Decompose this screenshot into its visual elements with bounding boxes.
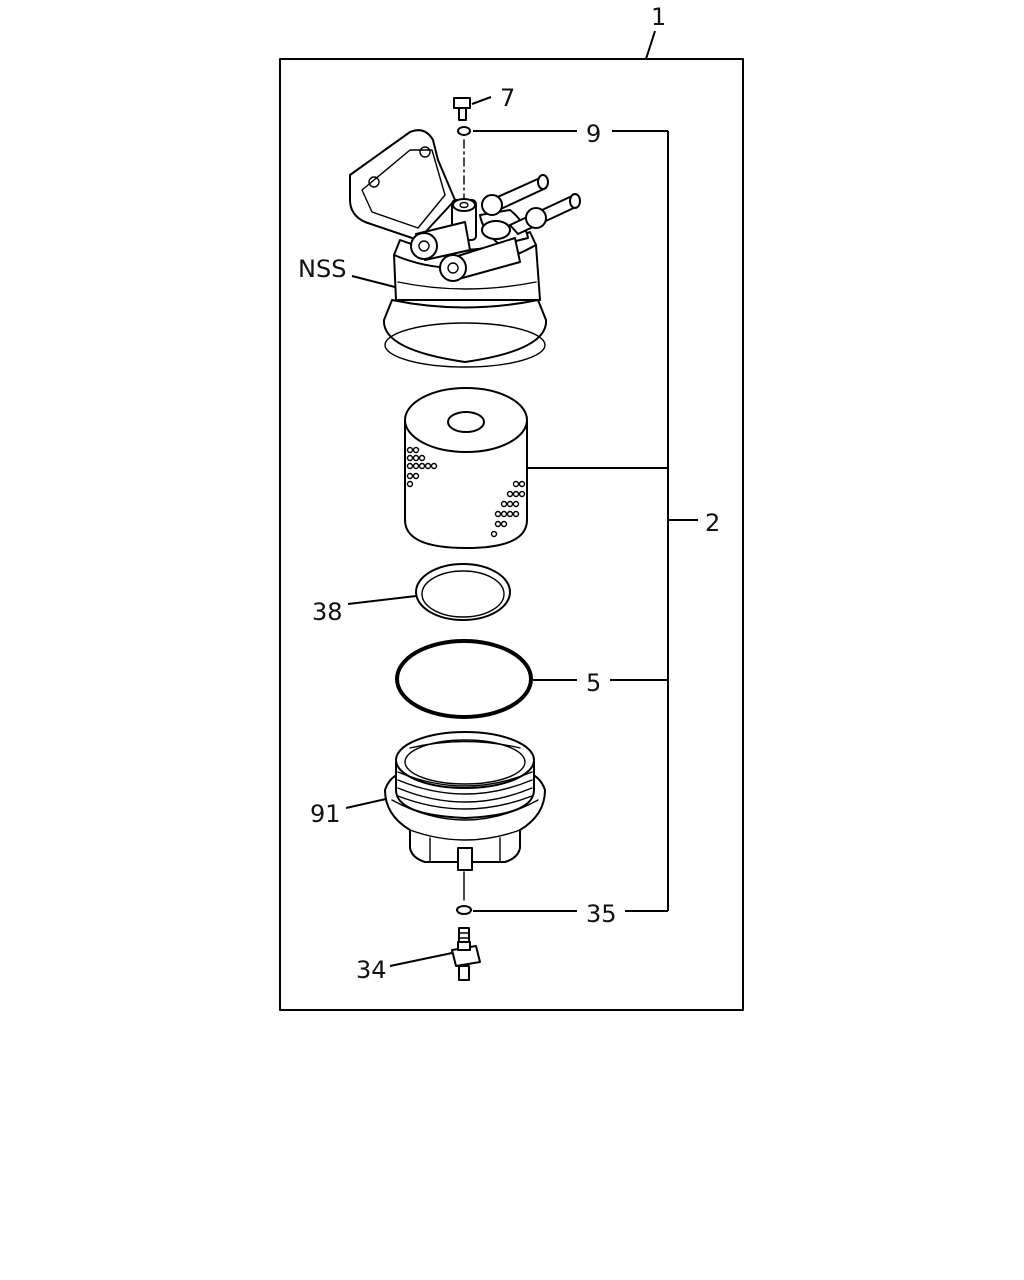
callout-7-leader [471, 96, 492, 105]
callout-34-leader [389, 952, 453, 967]
bowl-part-91 [384, 731, 546, 871]
callout-1-label: 1 [651, 3, 666, 31]
bottom-oring-part-35 [456, 905, 472, 915]
callout-nss-label: NSS [298, 255, 346, 283]
callout-34-label: 34 [356, 956, 387, 984]
ring-part-38 [415, 563, 511, 621]
callout-35-label: 35 [586, 900, 617, 928]
top-oring-part-9 [457, 126, 471, 136]
callout-91-label: 91 [310, 800, 341, 828]
filter-head-nss [349, 129, 581, 368]
filter-element [404, 387, 528, 549]
oring-part-5 [395, 639, 533, 719]
callout-38-leader [347, 595, 417, 605]
callout-1-leader [645, 30, 656, 60]
callout-2-label: 2 [705, 509, 720, 537]
callout-38-label: 38 [312, 598, 343, 626]
callout-nss-leader [351, 275, 396, 288]
assembly-frame [279, 58, 744, 1011]
group-2-bracket [527, 130, 698, 912]
drain-plug-part-34 [451, 927, 481, 981]
callout-91-leader [345, 798, 387, 809]
callout-5-label: 5 [586, 669, 601, 697]
callout-7-label: 7 [500, 84, 515, 112]
bolt-part-7 [453, 97, 471, 121]
callout-9-label: 9 [586, 120, 601, 148]
